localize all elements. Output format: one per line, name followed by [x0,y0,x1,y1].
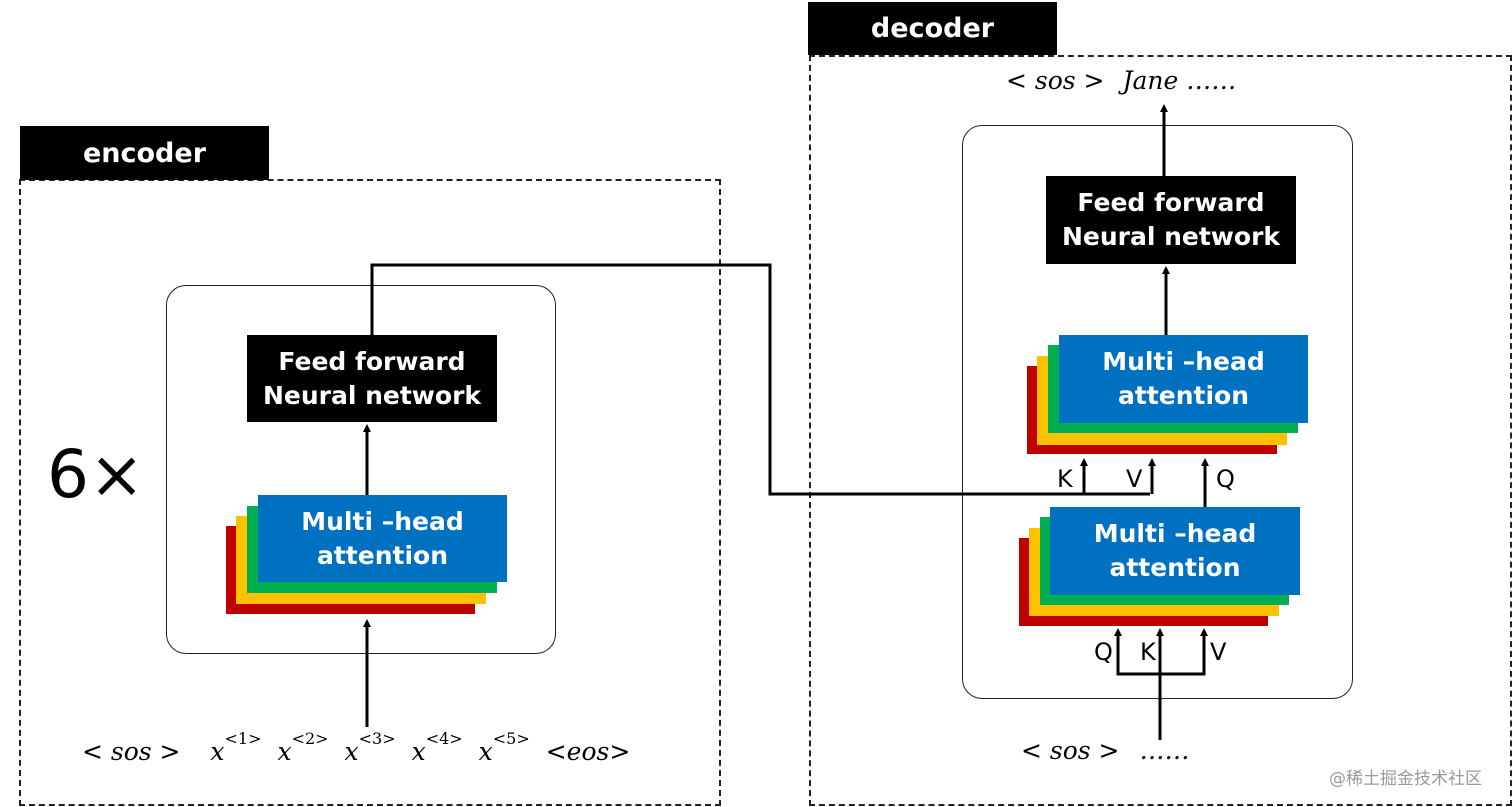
decoder-top-port-v: V [1126,465,1143,493]
encoder-to-decoder-connector [370,263,1150,496]
decoder-bottom-port-q: Q [1094,638,1113,666]
decoder-input-split [1116,632,1206,676]
decoder-input-sos: < sos > [1021,736,1120,765]
decoder-top-port-k: K [1057,465,1073,493]
encoder-region [19,179,721,806]
encoder-input-x1: x<1> [210,729,262,766]
decoder-region [809,55,1512,806]
decoder-bottom-mha-line2: attention [1109,553,1241,582]
encoder-input-sequence: < sos > x<1> x<2> x<3> x<4> x<5> <eos> [82,729,631,766]
decoder-ffn-line2: Neural network [1061,222,1281,251]
repeat-label: 6× [47,436,145,513]
encoder-input-x4: x<4> [411,729,463,766]
decoder-block [962,125,1353,699]
decoder-output-word: Jane [1122,66,1179,95]
encoder-mha-line2: attention [316,540,449,570]
decoder-top-mha-line2: attention [1117,381,1250,410]
decoder-ffn-line1: Feed forward [1077,188,1265,217]
encoder-mha-line1: Multi –head [301,506,464,536]
decoder-bottom-port-v: V [1210,638,1227,666]
decoder-output-sequence: < sos > Jane …… [1006,66,1236,95]
encoder-block [166,285,556,654]
encoder-input-x2: x<2> [277,729,329,766]
encoder-mha-box: Multi –head attention [258,495,507,582]
encoder-ffn-line2: Neural network [262,380,482,410]
watermark: @稀土掘金技术社区 [1329,769,1482,789]
decoder-top-port-q: Q [1216,465,1235,493]
encoder-ffn-line1: Feed forward [278,346,466,376]
decoder-input-sequence: < sos > …… [1021,736,1189,765]
encoder-input-eos: <eos> [545,737,631,766]
decoder-output-dots: …… [1186,66,1237,95]
decoder-top-mha-box: Multi –head attention [1059,335,1308,423]
decoder-top-mha-line1: Multi –head [1102,347,1265,376]
encoder-input-sos: < sos > [82,737,181,766]
encoder-ffn-box: Feed forward Neural network [247,335,497,422]
decoder-bottom-mha-line1: Multi –head [1093,519,1257,548]
encoder-input-x5: x<5> [478,729,530,766]
decoder-tag: decoder [808,2,1057,55]
decoder-ffn-box: Feed forward Neural network [1046,176,1296,264]
decoder-output-sos: < sos > [1006,66,1105,95]
encoder-input-x3: x<3> [344,729,396,766]
decoder-bottom-mha-box: Multi –head attention [1050,507,1300,595]
decoder-bottom-port-k: K [1140,638,1156,666]
encoder-tag: encoder [20,126,269,180]
decoder-input-dots: …… [1139,736,1190,765]
